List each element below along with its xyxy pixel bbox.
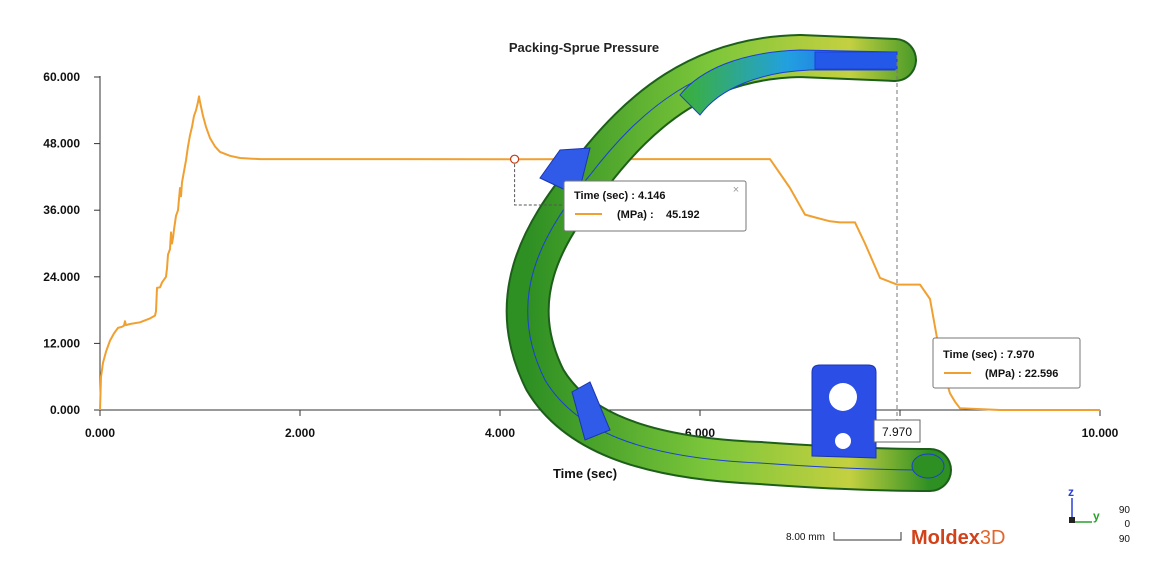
triad-angle-3: 90 xyxy=(1119,534,1131,545)
scale-bar-label: 8.00 mm xyxy=(786,532,825,543)
svg-text:Moldex3D: Moldex3D xyxy=(911,527,1005,549)
triad-y-label: y xyxy=(1093,509,1100,523)
close-icon[interactable]: × xyxy=(733,184,739,196)
y-ticks: 0.000 12.000 24.000 36.000 48.000 60.000 xyxy=(43,70,100,417)
triad-angle-2: 0 xyxy=(1124,519,1130,530)
triad-z-label: z xyxy=(1068,485,1074,499)
y-tick-label: 12.000 xyxy=(43,336,80,350)
triad-angle-1: 90 xyxy=(1119,505,1131,516)
chart-title: Packing-Sprue Pressure xyxy=(509,40,659,55)
y-tick-label: 24.000 xyxy=(43,270,80,284)
scale-bar: 8.00 mm xyxy=(786,532,902,543)
x-tick-label: 4.000 xyxy=(485,426,515,440)
x-tick-label: 2.000 xyxy=(285,426,315,440)
axis-triad-icon[interactable]: z y 90 0 90 xyxy=(1068,485,1130,545)
y-tick-label: 60.000 xyxy=(43,70,80,84)
logo-main-text: Moldex xyxy=(911,527,980,549)
series-line-mpa[interactable] xyxy=(99,95,1100,411)
x-tick-label: 10.000 xyxy=(1082,426,1119,440)
tooltip-cursor[interactable]: Time (sec) : 7.970 (MPa) : 22.596 xyxy=(932,337,1081,389)
x-tick-label: 0.000 xyxy=(85,426,115,440)
x-axis-label: Time (sec) xyxy=(553,466,617,481)
tooltip-box xyxy=(563,180,747,232)
tooltip-box xyxy=(932,337,1081,389)
y-tick-label: 36.000 xyxy=(43,203,80,217)
tooltip-series-label: (MPa) : 22.596 xyxy=(985,368,1058,380)
logo-suffix-text: 3D xyxy=(980,527,1006,549)
y-tick-label: 48.000 xyxy=(43,137,80,151)
cursor-value-box xyxy=(873,419,921,443)
tooltip-series-label: (MPa) : xyxy=(617,209,654,221)
series-group xyxy=(99,95,1100,411)
probe-marker[interactable] xyxy=(509,154,564,206)
probe-point[interactable] xyxy=(509,154,520,164)
time-cursor[interactable]: 7.970 xyxy=(873,55,921,443)
cursor-value: 7.970 xyxy=(882,425,912,439)
tooltip-time: Time (sec) : 7.970 xyxy=(943,349,1035,361)
y-tick-label: 0.000 xyxy=(50,403,80,417)
tooltip-time: Time (sec) : 4.146 xyxy=(574,190,666,202)
tooltip-probe[interactable]: Time (sec) : 4.146 (MPa) : 45.192 × xyxy=(563,180,747,232)
tooltip-value: 45.192 xyxy=(666,209,700,221)
part-model-icon xyxy=(505,34,952,492)
moldex3d-logo: Moldex3D xyxy=(911,527,1005,549)
